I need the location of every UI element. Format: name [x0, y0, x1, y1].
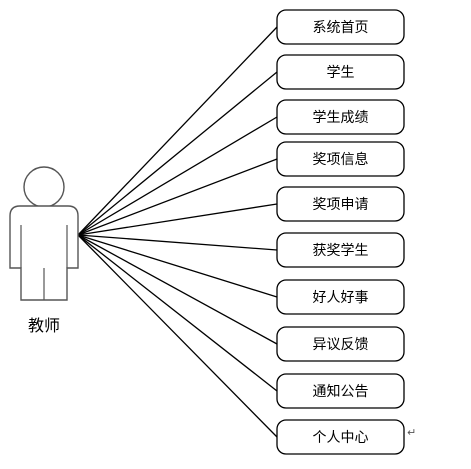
association-line [77, 234, 278, 251]
use-case-box [276, 54, 405, 90]
use-case: 异议反馈 [276, 326, 405, 362]
use-case-box [276, 326, 405, 362]
actor-teacher: 教师 [9, 166, 79, 335]
use-case-label: 异议反馈 [313, 337, 369, 353]
use-case: 好人好事 [276, 279, 405, 315]
use-case-box [276, 9, 405, 45]
use-case: 通知公告 [276, 373, 405, 409]
use-case-box [276, 279, 405, 315]
use-case-label: 奖项信息 [313, 151, 369, 168]
use-case: 奖项信息 [276, 141, 405, 177]
use-case-box [276, 373, 405, 409]
paragraph-mark: ↵ [407, 426, 416, 439]
use-case-label: 获奖学生 [313, 242, 369, 259]
use-case: 系统首页 [276, 9, 405, 45]
association-line [77, 234, 278, 345]
use-case-box [276, 186, 405, 222]
actor-label: 教师 [28, 316, 60, 335]
use-case-label: 学生成绩 [313, 110, 369, 126]
use-case-box [276, 419, 405, 455]
use-case: 学生 [276, 54, 405, 90]
use-case: 个人中心 [276, 419, 405, 455]
use-case-label: 系统首页 [313, 20, 369, 36]
actor-head [23, 166, 65, 208]
association-lines [77, 26, 278, 438]
association-line [77, 158, 278, 236]
association-line [77, 71, 278, 236]
use-case-label: 学生 [327, 65, 355, 81]
use-case-label: 通知公告 [313, 383, 369, 400]
use-case-label: 个人中心 [313, 430, 369, 446]
association-line [77, 203, 278, 236]
use-case-box [276, 141, 405, 177]
association-line [77, 234, 278, 438]
person-icon [9, 205, 79, 301]
use-case: 获奖学生 [276, 232, 405, 268]
use-case-label: 好人好事 [313, 290, 369, 306]
use-case-box [276, 99, 405, 135]
association-line [77, 26, 278, 236]
use-case-box [276, 232, 405, 268]
association-line [77, 234, 278, 298]
association-line [77, 234, 278, 392]
use-case: 学生成绩 [276, 99, 405, 135]
use-case-label: 奖项申请 [313, 196, 369, 213]
association-line [77, 116, 278, 236]
use-case: 奖项申请 [276, 186, 405, 222]
